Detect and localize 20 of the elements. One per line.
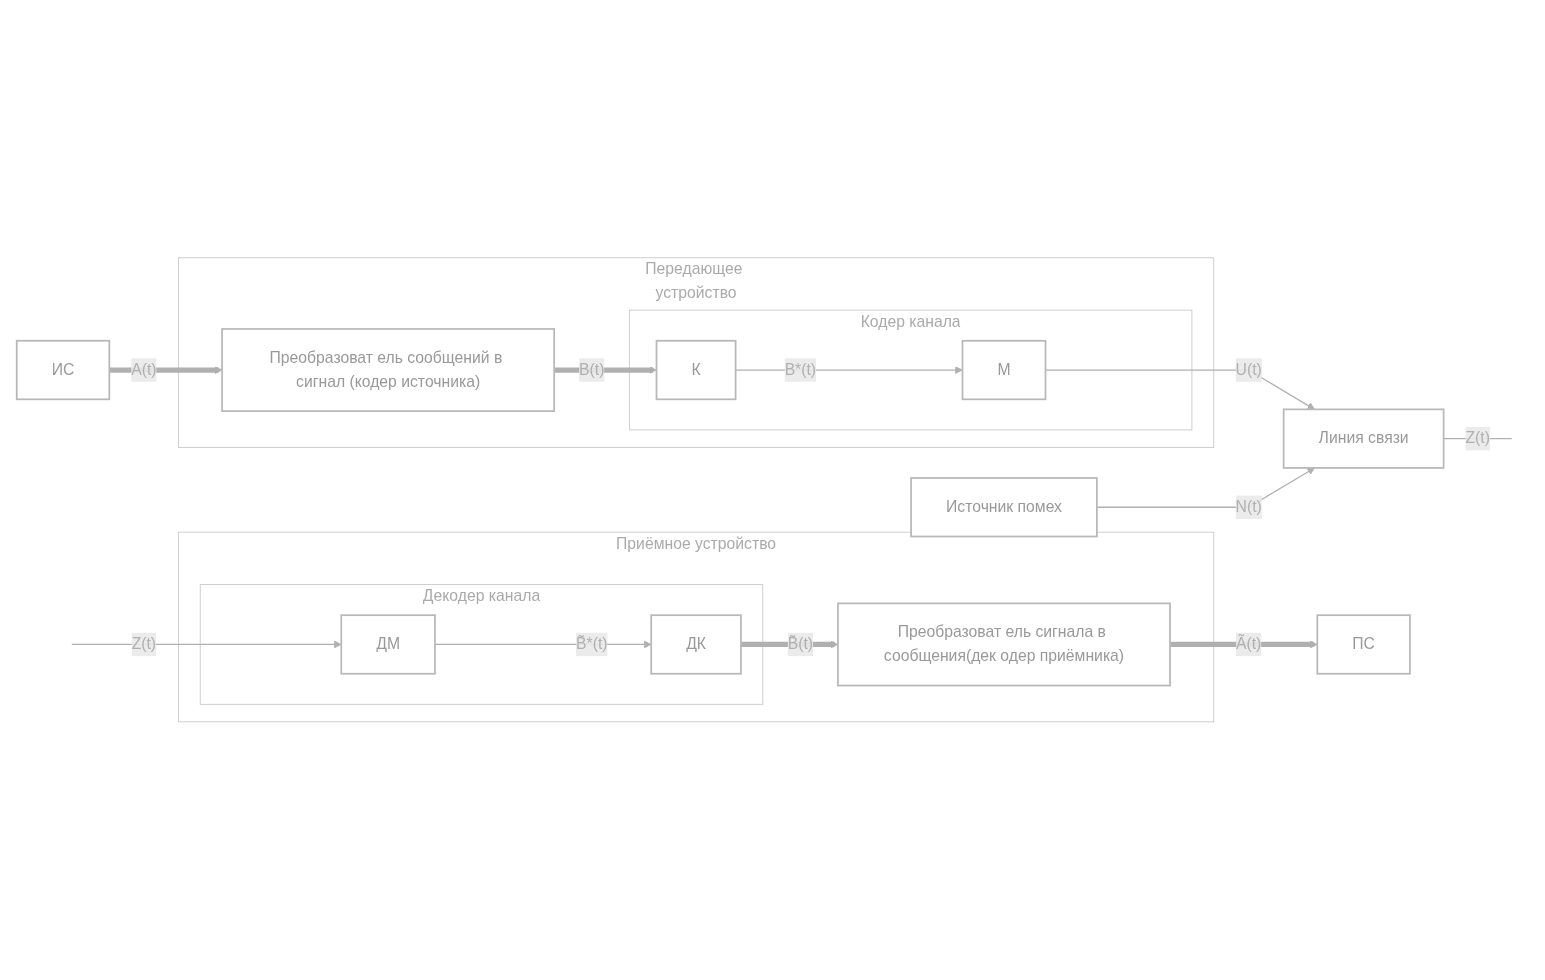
edge-label: B*(t) — [784, 361, 816, 379]
edge-label: B̃(t) — [787, 635, 813, 653]
edge-label: Z(t) — [1464, 429, 1490, 448]
node-box: Преобразоват ель сообщений в сигнал (кодер источника) — [220, 328, 555, 413]
node-box: ДК — [649, 614, 742, 675]
edge-label: U(t) — [1235, 361, 1262, 379]
node-box: ИС — [15, 340, 110, 401]
node-box: ПС — [1315, 614, 1411, 675]
node-box: Источник помех — [909, 477, 1098, 538]
edge-label: B(t) — [578, 361, 604, 379]
edge-label: N(t) — [1235, 498, 1262, 516]
edge-label: A(t) — [130, 361, 157, 379]
edge-label: Z(t) — [131, 635, 156, 653]
node-box: Линия связи — [1282, 408, 1444, 469]
edge-label: Ã(t) — [1235, 635, 1261, 653]
node-box: К — [655, 340, 736, 401]
node-box: Преобразоват ель сигнала в сообщения(дек одер приёмника) — [836, 602, 1171, 687]
node-box: ДМ — [339, 614, 436, 675]
edge-label: B̃*(t) — [575, 635, 607, 653]
node-box: М — [961, 340, 1046, 401]
